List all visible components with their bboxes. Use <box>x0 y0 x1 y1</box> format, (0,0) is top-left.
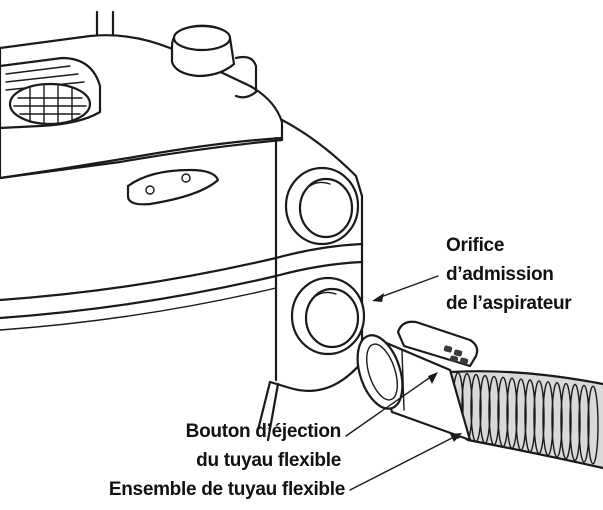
intake-port <box>290 276 366 356</box>
upper-port <box>284 166 360 246</box>
hose-rib <box>488 375 500 446</box>
hose-rib <box>515 378 527 451</box>
hose-rib <box>569 383 581 462</box>
hose-rib <box>524 379 536 453</box>
hose-leader <box>349 435 457 491</box>
hose-arrowhead <box>450 433 462 442</box>
hose-cuff <box>356 334 472 442</box>
lid-edge <box>0 136 284 180</box>
hose-label-line-1: Ensemble de tuyau flexible <box>109 479 345 500</box>
hose-rib <box>587 385 599 465</box>
hose-rib <box>470 373 482 443</box>
callout-eject-button: Bouton d’éjection du tuyau flexible <box>186 421 342 471</box>
eject-label-line-1: Bouton d’éjection <box>186 421 341 442</box>
hose-rib <box>497 376 509 448</box>
lid-latch <box>126 168 220 206</box>
eject-leader <box>345 375 433 437</box>
hose-rib <box>578 384 590 463</box>
leader-lines <box>345 275 462 491</box>
inlet-label-line-3: de l’aspirateur <box>446 293 572 314</box>
inlet-leader <box>377 275 439 299</box>
top-port <box>170 24 258 99</box>
callout-inlet: Orifice d’admission de l’aspirateur <box>446 235 573 314</box>
hose-rib <box>551 381 563 458</box>
vent-grille <box>0 56 102 130</box>
inlet-label-line-2: d’admission <box>446 264 554 285</box>
hose-ribs <box>452 372 599 465</box>
canister-side <box>268 118 364 392</box>
eject-label-line-2: du tuyau flexible <box>196 450 341 471</box>
flexible-hose <box>448 370 603 470</box>
body-band-upper <box>0 242 364 302</box>
hose-rib <box>479 374 491 444</box>
body-band-shadow <box>0 287 277 331</box>
hose-rib <box>542 381 554 456</box>
body-band-lower <box>0 260 364 320</box>
canister-foot <box>256 380 280 442</box>
hose-assembly <box>356 320 603 470</box>
vacuum-canister <box>0 10 364 442</box>
inlet-arrowhead <box>372 293 384 302</box>
hose-rib <box>506 377 518 450</box>
eject-arrowhead <box>428 372 438 384</box>
hose-rib <box>533 380 545 455</box>
inlet-label-line-1: Orifice <box>446 235 504 256</box>
eject-button <box>396 320 479 368</box>
callout-hose-assembly: Ensemble de tuyau flexible <box>109 479 345 500</box>
hose-rib <box>560 382 572 460</box>
